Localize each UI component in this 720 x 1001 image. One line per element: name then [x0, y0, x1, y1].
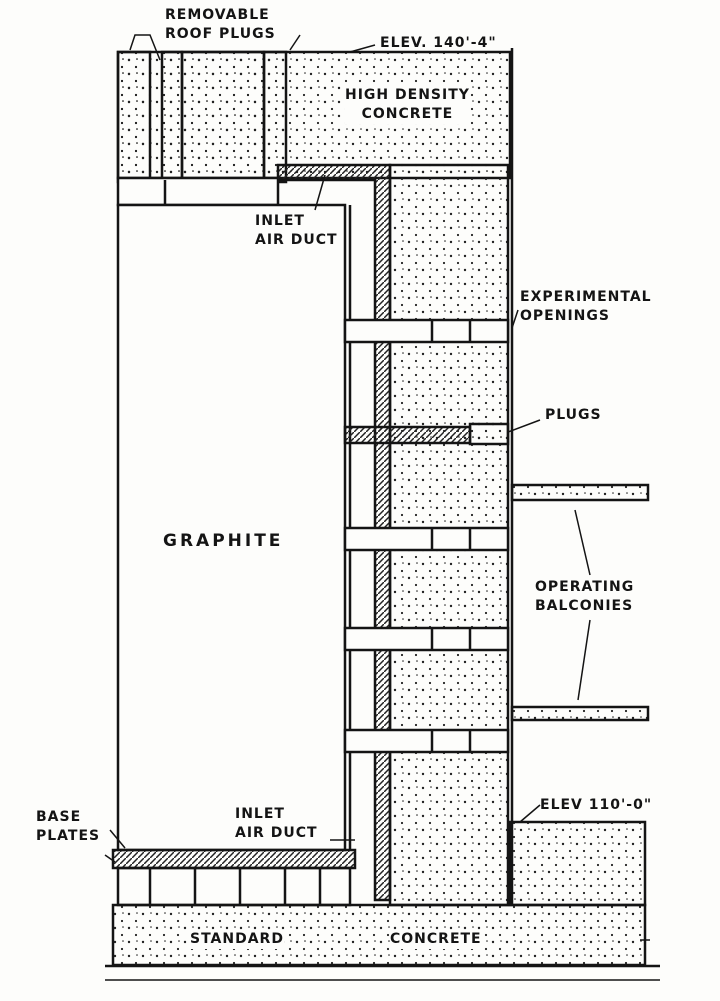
label-line: ROOF PLUGS	[165, 26, 276, 42]
label-line: AIR DUCT	[235, 825, 318, 841]
label-roof-plugs: REMOVABLE ROOF PLUGS	[165, 6, 276, 44]
label-line: BALCONIES	[535, 598, 634, 614]
label-line: CONCRETE	[361, 106, 454, 122]
label-line: REMOVABLE	[165, 7, 270, 23]
label-base-plates: BASE PLATES	[36, 808, 100, 846]
label-line: INLET	[255, 213, 305, 229]
label-operating-balconies: OPERATING BALCONIES	[535, 578, 634, 616]
operating-balcony	[510, 705, 650, 722]
label-elev-top: ELEV. 140'-4"	[380, 35, 497, 51]
roof-plugs	[116, 50, 288, 184]
label-inlet-air-duct-bottom: INLET AIR DUCT	[235, 805, 318, 843]
base-supports	[116, 866, 352, 907]
base-plates	[111, 848, 357, 870]
label-line: AIR DUCT	[255, 232, 338, 248]
operating-balcony	[510, 483, 650, 502]
label-experimental-openings: EXPERIMENTAL OPENINGS	[520, 288, 652, 326]
label-graphite: GRAPHITE	[163, 531, 284, 551]
experimental-openings	[343, 318, 510, 754]
label-line: HIGH DENSITY	[345, 87, 470, 103]
label-line: EXPERIMENTAL	[520, 289, 652, 305]
label-elev-bottom: ELEV 110'-0"	[540, 797, 653, 813]
label-high-density-concrete: HIGH DENSITY CONCRETE	[345, 86, 470, 124]
label-inlet-air-duct-top: INLET AIR DUCT	[255, 212, 338, 250]
standard-concrete-right	[508, 820, 647, 907]
label-line: BASE	[36, 809, 82, 825]
label-line: PLATES	[36, 828, 101, 844]
plug	[468, 422, 510, 446]
plug-channel	[343, 425, 472, 445]
graphite-block	[116, 203, 347, 852]
label-line: INLET	[235, 806, 285, 822]
label-line: OPERATING	[535, 579, 635, 595]
label-plugs: PLUGS	[545, 407, 602, 423]
inlet-air-duct	[276, 163, 392, 902]
label-concrete: CONCRETE	[390, 930, 482, 949]
label-line: OPENINGS	[520, 308, 610, 324]
label-standard: STANDARD	[190, 930, 284, 949]
